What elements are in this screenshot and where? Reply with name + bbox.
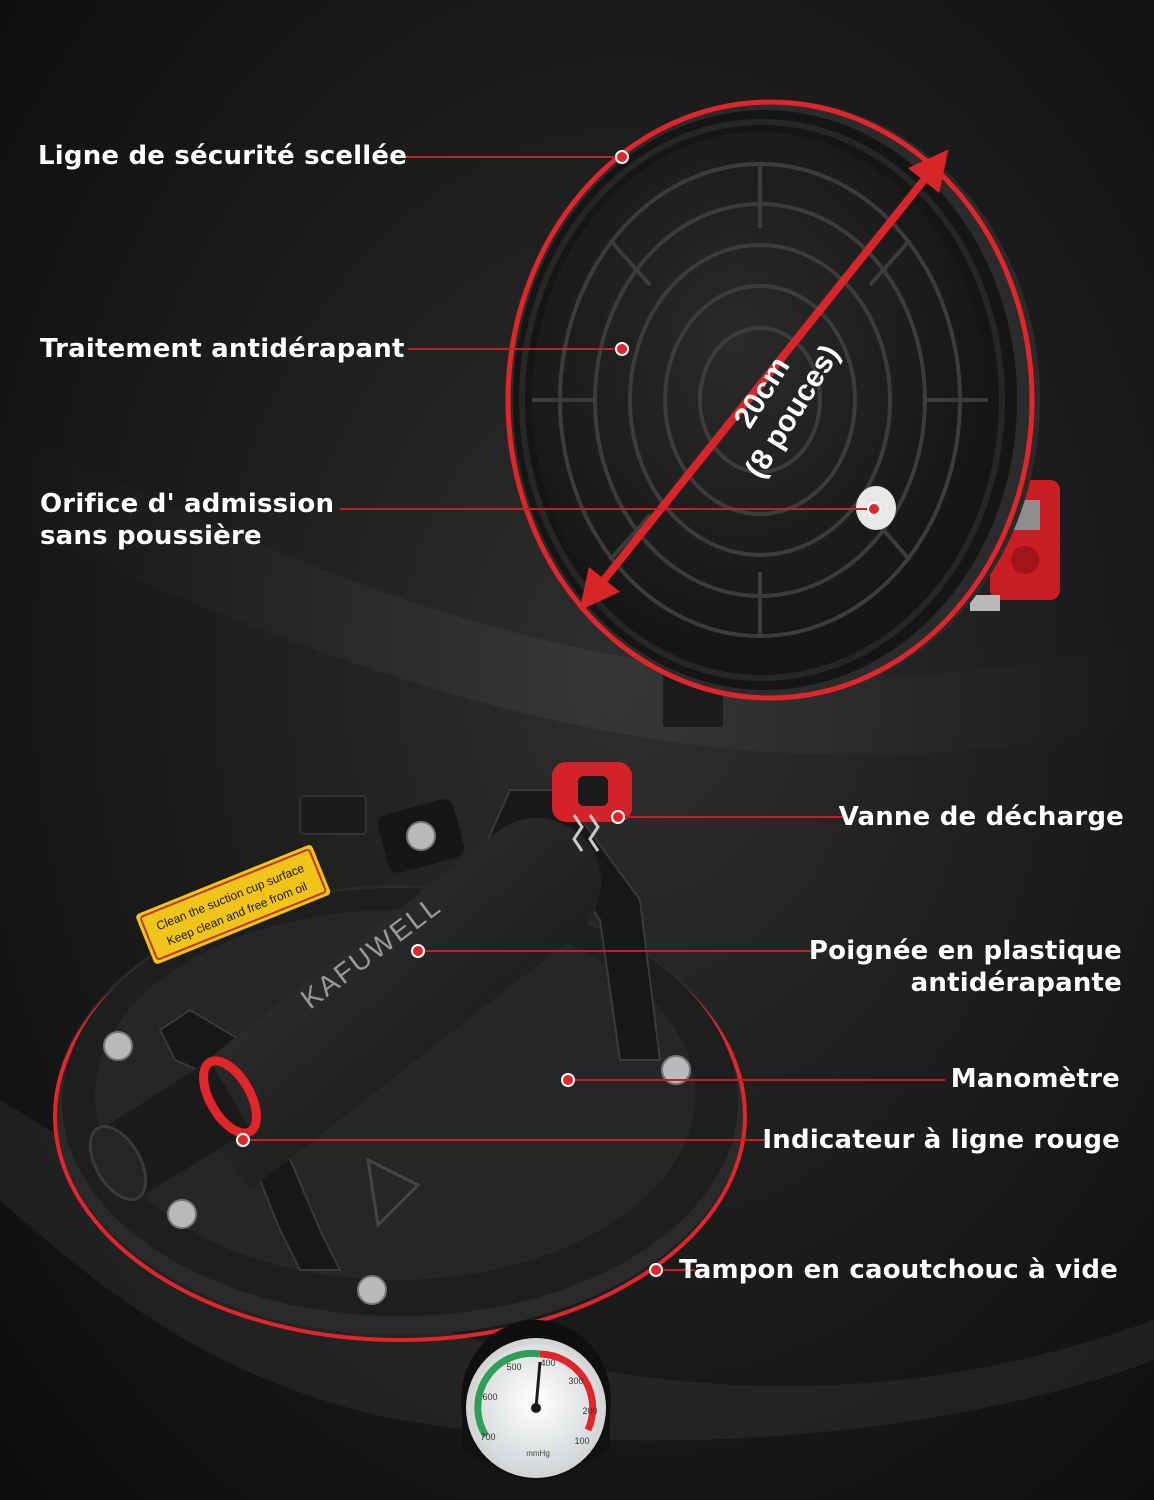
red-line-indicator xyxy=(199,1056,261,1138)
svg-text:100: 100 xyxy=(574,1436,589,1446)
label-handle-line-1: Poignée en plastique xyxy=(808,936,1122,966)
handle-end-cap xyxy=(88,1125,148,1201)
label-handle-line-2: antidérapante xyxy=(910,968,1122,998)
handle-grip xyxy=(175,817,601,1190)
callout-dots xyxy=(236,150,881,1277)
label-pressure-gauge: Manomètre xyxy=(950,1064,1120,1094)
svg-text:300: 300 xyxy=(568,1376,583,1386)
release-valve-center xyxy=(578,776,608,806)
label-non-slip-handle: Poignée en plastique antidérapante xyxy=(809,935,1122,999)
bottom-release-tab xyxy=(299,795,367,835)
gauge-red-zone xyxy=(539,1350,597,1432)
gauge-needle xyxy=(534,1361,542,1409)
svg-text:600: 600 xyxy=(482,1392,497,1402)
sticker-background xyxy=(136,845,331,964)
gauge-ticks: 700 600 500 400 300 200 100 xyxy=(480,1358,597,1446)
label-intake-port: Orifice d' admission sans poussière xyxy=(40,488,334,552)
top-safety-line xyxy=(505,99,1035,701)
label-vacuum-rubber-pad: Tampon en caoutchouc à vide xyxy=(679,1255,1118,1285)
top-suction-cup xyxy=(505,99,1060,729)
gauge-pin xyxy=(531,1403,541,1413)
top-valve-knob xyxy=(1011,546,1039,574)
svg-text:500: 500 xyxy=(506,1362,521,1372)
gauge-unit: mmHg xyxy=(526,1449,550,1458)
top-valve-screw xyxy=(970,595,1000,611)
callout-lines xyxy=(245,156,945,1271)
svg-text:400: 400 xyxy=(540,1358,555,1368)
direction-mark xyxy=(366,1157,421,1229)
gauge-green-zone xyxy=(474,1349,541,1438)
background-sheen xyxy=(0,430,1154,756)
svg-text:200: 200 xyxy=(582,1406,597,1416)
bolts xyxy=(103,799,691,1305)
label-sealed-safety-line: Ligne de sécurité scellée xyxy=(38,141,408,171)
background-sheen-lower xyxy=(0,1100,1154,1441)
release-valve-spring xyxy=(572,814,600,852)
label-intake-line-2: sans poussière xyxy=(40,521,262,551)
top-rim-ridge xyxy=(519,119,1005,681)
label-release-valve: Vanne de décharge xyxy=(838,802,1124,832)
label-red-line-indicator: Indicateur à ligne rouge xyxy=(762,1125,1120,1155)
label-anti-slip-treatment: Traitement antidérapant xyxy=(40,334,405,364)
bottom-housing xyxy=(95,910,695,1280)
pressure-gauge: 700 600 500 400 300 200 100 mmHg xyxy=(466,1338,606,1478)
diameter-arrow xyxy=(579,149,949,611)
svg-text:700: 700 xyxy=(480,1432,495,1442)
label-intake-line-1: Orifice d' admission xyxy=(40,489,335,519)
sticker-border xyxy=(140,848,327,960)
